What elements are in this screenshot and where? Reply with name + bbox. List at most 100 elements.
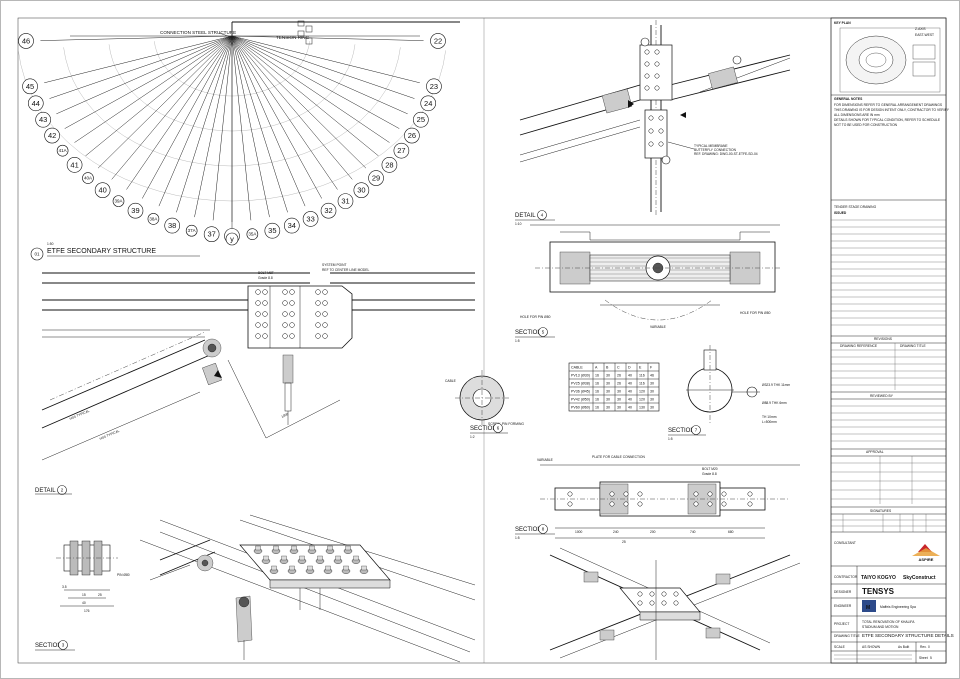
grid-ray — [64, 35, 233, 129]
grid-ray — [111, 35, 233, 180]
s5-variable: VARIABLE — [650, 325, 667, 329]
table-cell: 30 — [617, 390, 621, 394]
engineer-label: ENGINEER — [834, 604, 852, 608]
section-8-number: 8 — [542, 527, 545, 532]
grid-label: 39 — [131, 206, 139, 215]
grid-bubble — [203, 226, 220, 243]
grid-label: 34 — [288, 221, 296, 230]
note-line-5: NOT TO BE USED FOR CONSTRUCTION — [834, 123, 898, 127]
bolt — [322, 311, 328, 317]
grid-label: 27 — [397, 146, 405, 155]
consultant-label: CONSULTANT — [834, 541, 856, 545]
table-cell: 16 — [595, 390, 599, 394]
grid-ray — [231, 35, 400, 129]
grid-bubble — [27, 95, 44, 112]
bolt — [255, 333, 261, 339]
section-6-title: SECTION — [470, 426, 497, 432]
grid-label: 24 — [424, 99, 432, 108]
grid-bubble — [164, 217, 180, 234]
grid-ray — [231, 35, 390, 143]
bolt — [654, 73, 660, 79]
grid-ray — [126, 35, 233, 190]
bolt — [315, 322, 321, 328]
bolt — [648, 141, 654, 147]
bolt — [282, 333, 288, 339]
grid-bubble — [44, 127, 60, 144]
table-cell: 16 — [595, 374, 599, 378]
table-cell: PV36 (Ø45) — [571, 390, 590, 394]
grid-ray — [231, 35, 270, 218]
grid-bubble — [430, 33, 446, 49]
table-cell: 30 — [617, 398, 621, 402]
section-8-scale: 1:5 — [515, 536, 520, 540]
s8-dim-5: 680 — [728, 530, 734, 534]
grid-ray — [74, 35, 233, 143]
detail-4-title: DETAIL — [515, 213, 536, 219]
grid-label: 37 — [207, 230, 215, 239]
section-7-number: 7 — [695, 428, 698, 433]
bolt — [693, 491, 699, 497]
grid-ray — [231, 35, 367, 169]
s8-dim-3: 200 — [650, 530, 656, 534]
bolt — [322, 289, 328, 295]
drawing-title: ETFE SECONDARY STRUCTURE DETAILS — [862, 633, 954, 638]
scale-value: AS SHOWN — [862, 645, 881, 649]
bolt — [623, 501, 629, 507]
table-cell: 30 — [650, 390, 654, 394]
grid-ray — [231, 35, 353, 180]
grid-ray — [231, 35, 415, 99]
bolt — [262, 289, 268, 295]
grid-ray — [85, 35, 233, 157]
s8-dim-2: 240 — [613, 530, 619, 534]
bolt — [315, 289, 321, 295]
bolt — [282, 289, 288, 295]
table-cell: 30 — [606, 398, 610, 402]
grid-label: 44 — [32, 99, 40, 108]
bolt — [289, 311, 295, 317]
s5-hole-left: HOLE FOR PIN Ø80 — [520, 315, 551, 319]
bolt — [315, 311, 321, 317]
table-cell: 40 — [628, 382, 632, 386]
bolt — [289, 289, 295, 295]
grid-bubble — [127, 202, 144, 219]
grid-label: 22 — [434, 36, 442, 45]
grid-bubble — [413, 111, 429, 128]
table-cell: PV13 (Ø30) — [571, 374, 590, 378]
table-cell: 30 — [606, 374, 610, 378]
d2-bolt-label: BOLT M8T — [258, 271, 274, 275]
grid-ray — [212, 35, 233, 221]
bolt — [289, 333, 295, 339]
grid-label: 29 — [372, 174, 380, 183]
section-7-scale: 1:5 — [668, 437, 673, 441]
table-cell: 16 — [595, 406, 599, 410]
bolt — [658, 141, 664, 147]
bolt — [315, 300, 321, 306]
rev-value: 0 — [928, 645, 930, 649]
s7-label-1: Ø323.9 THK 11mm — [762, 383, 790, 387]
grid-label: 38 — [168, 221, 176, 230]
grid-bubble — [82, 172, 94, 184]
grid-bubble — [56, 144, 69, 157]
rev-label: Rev. — [920, 645, 927, 649]
section-8-title: SECTION — [515, 527, 542, 533]
bolt — [262, 311, 268, 317]
table-header-cell: D — [628, 366, 631, 370]
bolt — [721, 501, 727, 507]
bolt — [648, 115, 654, 121]
grid-label: 40A — [84, 176, 92, 181]
bolt — [637, 491, 643, 497]
grid-ray — [231, 35, 306, 207]
revisions-heading: REVISIONS — [874, 337, 893, 341]
section-7-view: Ø323.9 THK 11mm Ø88.9 THK 6mm TH 10mm L=… — [668, 345, 790, 441]
drawing-title-head: DRAWING TITLE — [900, 344, 926, 348]
table-cell: 120 — [639, 390, 645, 394]
bolt — [322, 333, 328, 339]
s3-dim-2: 15 — [82, 593, 86, 597]
detail-2-title: DETAIL — [35, 488, 56, 494]
grid-bubble — [246, 228, 259, 241]
s8-dim-6: 25 — [622, 540, 626, 544]
designer-label: DESIGNER — [834, 590, 852, 594]
grid-label: 45 — [26, 82, 34, 91]
section-7-title: SECTION — [668, 428, 695, 434]
